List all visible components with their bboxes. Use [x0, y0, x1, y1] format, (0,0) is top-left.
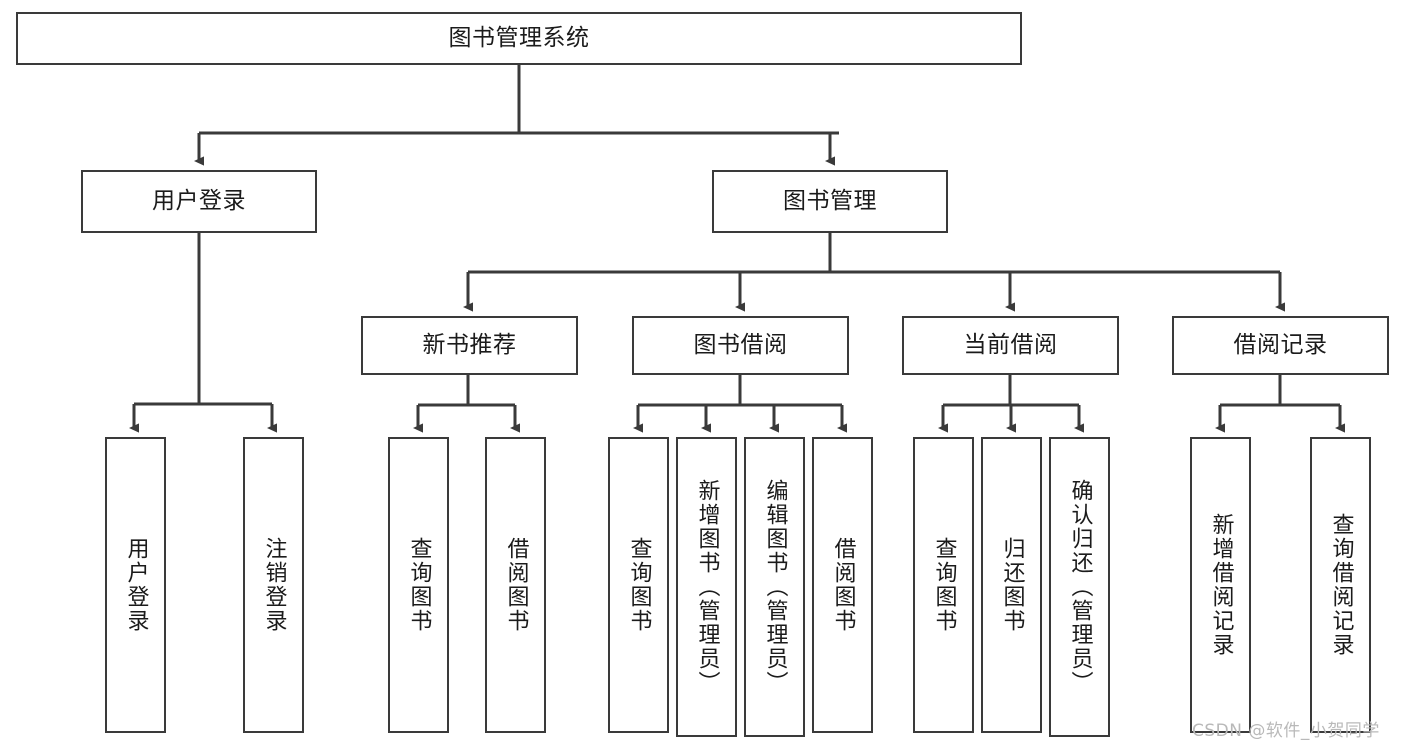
node-label: 查询图书: [931, 537, 957, 633]
leaf-borrow-book[interactable]: 借阅图书: [812, 437, 873, 733]
node-label: 借阅图书: [503, 537, 529, 633]
leaf-query-book-borrow[interactable]: 查询图书: [608, 437, 669, 733]
node-label: 查询图书: [406, 537, 432, 633]
leaf-confirm-return-admin[interactable]: 确认归还（管理员）: [1049, 437, 1110, 737]
node-new-book-recommend[interactable]: 新书推荐: [361, 316, 578, 375]
leaf-edit-book-admin[interactable]: 编辑图书（管理员）: [744, 437, 805, 737]
leaf-borrow-book-recommend[interactable]: 借阅图书: [485, 437, 546, 733]
node-label: 注销登录: [261, 537, 287, 633]
leaf-user-login[interactable]: 用户登录: [105, 437, 166, 733]
node-label: 图书管理: [783, 187, 877, 214]
node-label: 新书推荐: [422, 331, 517, 358]
node-label: 当前借阅: [963, 331, 1058, 358]
node-book-management[interactable]: 图书管理: [712, 170, 948, 233]
csdn-watermark: CSDN @软件_小贺同学: [1192, 721, 1380, 741]
node-label: 用户登录: [152, 187, 246, 214]
node-label: 借阅记录: [1233, 331, 1328, 358]
leaf-logout-login[interactable]: 注销登录: [243, 437, 304, 733]
node-label: 编辑图书（管理员）: [762, 479, 788, 695]
leaf-add-book-admin[interactable]: 新增图书（管理员）: [676, 437, 737, 737]
node-label: 查询借阅记录: [1328, 513, 1354, 657]
leaf-query-borrow-record[interactable]: 查询借阅记录: [1310, 437, 1371, 733]
node-label: 图书借阅: [693, 331, 788, 358]
node-label: 用户登录: [123, 537, 149, 633]
node-borrow-record[interactable]: 借阅记录: [1172, 316, 1389, 375]
node-user-login[interactable]: 用户登录: [81, 170, 317, 233]
node-book-borrow[interactable]: 图书借阅: [632, 316, 849, 375]
leaf-query-book-current[interactable]: 查询图书: [913, 437, 974, 733]
node-label: 借阅图书: [830, 537, 856, 633]
leaf-query-book-recommend[interactable]: 查询图书: [388, 437, 449, 733]
node-current-borrow[interactable]: 当前借阅: [902, 316, 1119, 375]
node-label: 新增图书（管理员）: [694, 479, 720, 695]
node-label: 归还图书: [999, 537, 1025, 633]
node-label: 确认归还（管理员）: [1067, 479, 1093, 695]
leaf-return-book[interactable]: 归还图书: [981, 437, 1042, 733]
node-label: 查询图书: [626, 537, 652, 633]
node-label: 新增借阅记录: [1208, 513, 1234, 657]
leaf-add-borrow-record[interactable]: 新增借阅记录: [1190, 437, 1251, 733]
node-root-system[interactable]: 图书管理系统: [16, 12, 1022, 65]
node-label: 图书管理系统: [448, 24, 590, 51]
